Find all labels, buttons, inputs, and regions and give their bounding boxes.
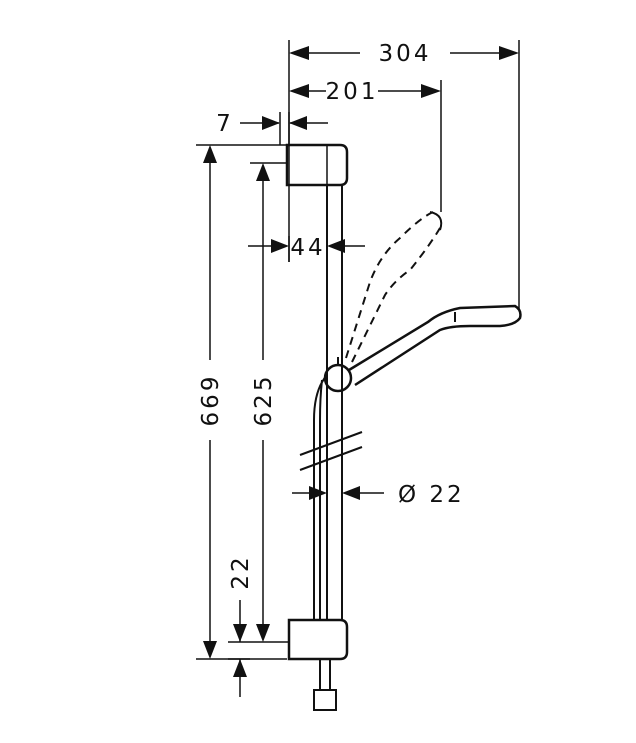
dimension-labels: 304 201 7 44 669 625 22 Ø 22 <box>198 41 465 590</box>
break-mark <box>299 431 363 471</box>
dim-bottom-offset: 22 <box>228 554 254 589</box>
dimension-lines <box>196 40 520 697</box>
dim-total-width: 304 <box>379 41 432 67</box>
top-bracket <box>285 143 349 187</box>
dim-rail-spacing: 44 <box>290 235 325 261</box>
hand-shower <box>348 304 522 387</box>
dim-handshower-offset: 201 <box>326 79 379 105</box>
shower-hose <box>313 374 328 620</box>
dim-total-height: 669 <box>198 374 224 427</box>
slider-holder <box>323 363 353 393</box>
bottom-bracket <box>287 618 349 661</box>
dim-rail-length: 625 <box>251 374 277 427</box>
dim-rail-diameter: Ø 22 <box>398 482 465 508</box>
hand-shower-alternate-position <box>345 211 441 363</box>
shower-rail-assembly <box>285 143 522 711</box>
hose-connector <box>313 659 337 711</box>
slide-rail <box>326 185 343 620</box>
dim-wall-offset: 7 <box>216 111 234 137</box>
